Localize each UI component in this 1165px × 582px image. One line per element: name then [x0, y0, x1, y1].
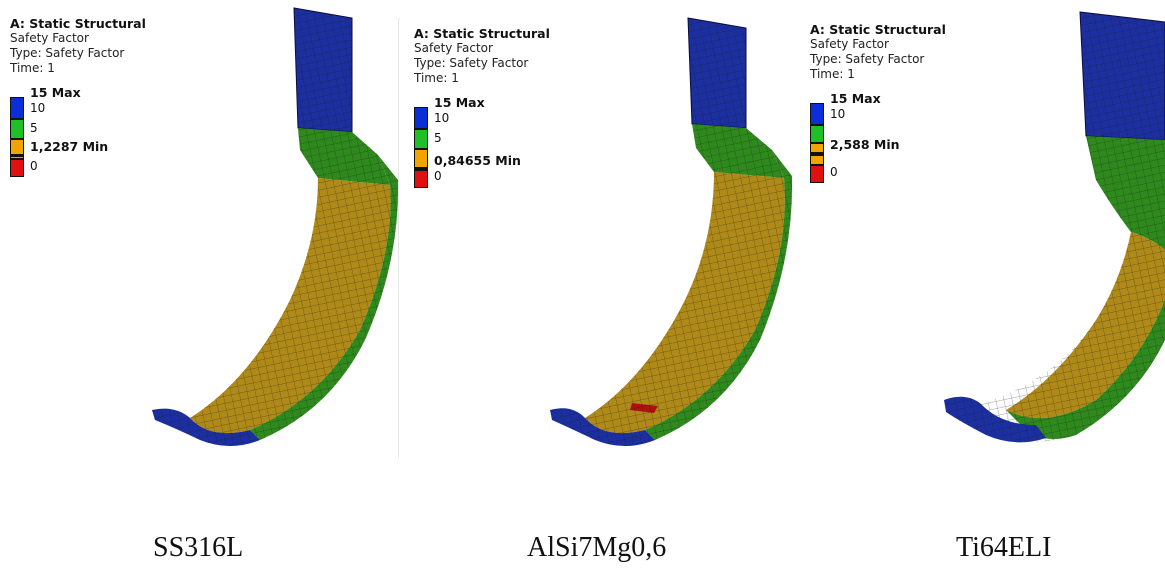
- swatch-blue: [810, 103, 824, 125]
- legend-title: A: Static Structural: [10, 16, 146, 31]
- legend-min-label: 1,2287 Min: [30, 139, 109, 154]
- legend-time: Time: 1: [10, 61, 55, 75]
- part-mesh-view[interactable]: [796, 0, 1165, 470]
- color-scale: 15 Max 10 5 1,2287 Min 0: [10, 85, 146, 195]
- result-legend: A: Static Structural Safety Factor Type:…: [414, 26, 550, 205]
- legend-time: Time: 1: [414, 71, 459, 85]
- swatch-orange-lower: [810, 155, 824, 165]
- swatch-blue: [10, 97, 24, 119]
- legend-title: A: Static Structural: [414, 26, 550, 41]
- legend-tick-0: 0: [830, 165, 838, 179]
- legend-subtitle: Safety Factor: [414, 41, 493, 55]
- caption-ti64eli: Ti64ELI: [956, 532, 1052, 563]
- result-panel-ss316l: A: Static Structural Safety Factor Type:…: [0, 0, 400, 470]
- legend-subtitle: Safety Factor: [810, 37, 889, 51]
- legend-tick-5: 5: [434, 131, 442, 145]
- legend-tick-0: 0: [434, 169, 442, 183]
- min-marker: [810, 152, 824, 155]
- legend-subtitle: Safety Factor: [10, 31, 89, 45]
- result-legend: A: Static Structural Safety Factor Type:…: [10, 16, 146, 195]
- swatch-red: [10, 159, 24, 177]
- min-marker: [10, 154, 24, 157]
- result-legend: A: Static Structural Safety Factor Type:…: [810, 22, 946, 201]
- legend-tick-10: 10: [30, 101, 46, 115]
- legend-min-label: 2,588 Min: [830, 137, 900, 152]
- legend-tick-10: 10: [830, 107, 846, 121]
- color-scale: 15 Max 10 2,588 Min 0: [810, 91, 946, 201]
- part-mesh-view[interactable]: [0, 0, 400, 470]
- legend-title: A: Static Structural: [810, 22, 946, 37]
- legend-tick-10: 10: [434, 111, 450, 125]
- min-marker: [414, 167, 428, 170]
- swatch-red: [810, 165, 824, 183]
- caption-ss316l: SS316L: [153, 532, 244, 563]
- swatch-blue: [414, 107, 428, 129]
- swatch-red: [414, 170, 428, 188]
- color-scale: 15 Max 10 5 0,84655 Min 0: [414, 95, 550, 205]
- legend-min-label: 0,84655 Min: [434, 153, 521, 168]
- swatch-green: [414, 129, 428, 149]
- legend-type: Type: Safety Factor: [414, 56, 529, 70]
- legend-time: Time: 1: [810, 67, 855, 81]
- result-panel-ti64eli: A: Static Structural Safety Factor Type:…: [796, 0, 1165, 470]
- legend-max-label: 15 Max: [434, 95, 485, 110]
- panel-divider: [398, 18, 399, 458]
- legend-tick-0: 0: [30, 159, 38, 173]
- legend-tick-5: 5: [30, 121, 38, 135]
- caption-alsi7mg: AlSi7Mg0,6: [527, 532, 667, 563]
- result-panel-alsi7mg: A: Static Structural Safety Factor Type:…: [400, 0, 796, 470]
- swatch-green: [10, 119, 24, 139]
- legend-type: Type: Safety Factor: [10, 46, 125, 60]
- legend-max-label: 15 Max: [830, 91, 881, 106]
- swatch-green: [810, 125, 824, 143]
- legend-type: Type: Safety Factor: [810, 52, 925, 66]
- part-mesh-view[interactable]: [400, 0, 796, 470]
- legend-max-label: 15 Max: [30, 85, 81, 100]
- swatch-orange: [414, 149, 428, 169]
